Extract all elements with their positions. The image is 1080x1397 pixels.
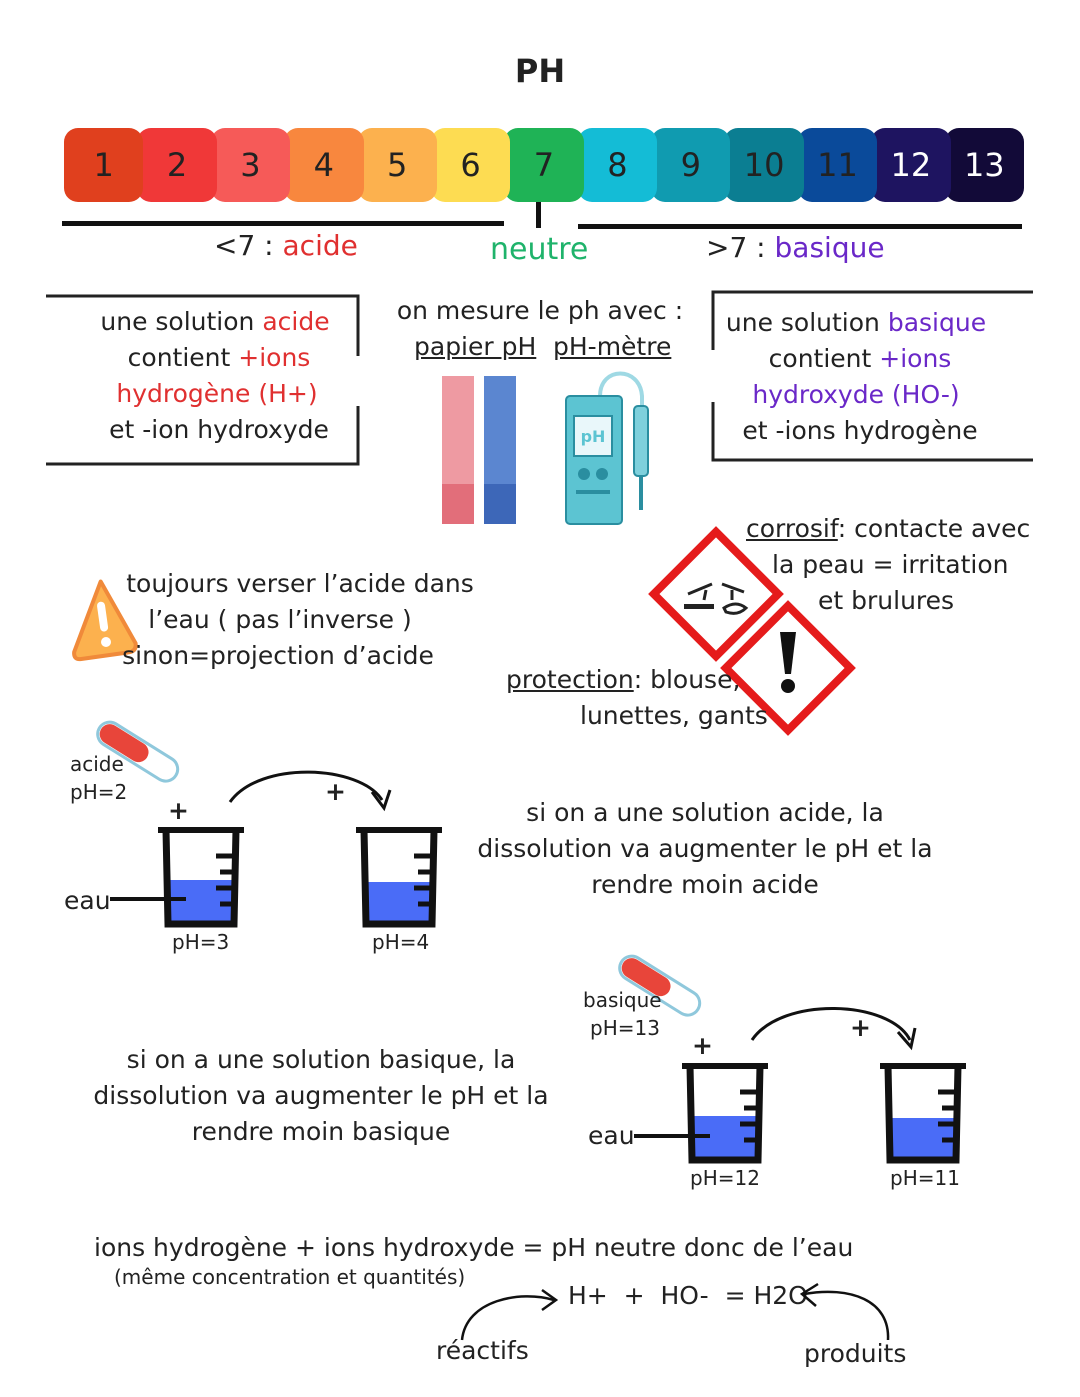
- basic-beaker-2: [880, 1063, 966, 1164]
- acid-range-label: <7 : acide: [214, 229, 358, 262]
- acid-demo-line-2: dissolution va augmenter le pH et la: [477, 834, 933, 863]
- neutral-label: neutre: [490, 232, 589, 267]
- ph-cell-10: 10: [724, 128, 804, 202]
- basic-range-label: >7 : basique: [706, 231, 885, 264]
- ph-cell-8: 8: [577, 128, 658, 202]
- acid-demo-line-3: rendre moin acide: [591, 870, 819, 899]
- measure-intro: on mesure le ph avec :: [396, 296, 684, 325]
- basic-demo-line-2: dissolution va augmenter le pH et la: [93, 1081, 549, 1110]
- protection-line-2: lunettes, gants: [580, 701, 768, 730]
- ph-cell-3: 3: [210, 128, 291, 202]
- ph-paper-label: papier pH: [414, 332, 537, 361]
- neutral-tick: [536, 202, 541, 228]
- acid-beaker-1: [158, 827, 244, 928]
- basic-range-bar: [578, 224, 1022, 229]
- ph-cell-4: 4: [284, 128, 364, 202]
- acid-box-line-1: une solution acide: [100, 307, 330, 336]
- acid-test-tube-icon: [96, 720, 180, 783]
- basic-demo-line-3: rendre moin basique: [191, 1117, 451, 1146]
- acid-plus-2: +: [325, 777, 346, 806]
- acid-beaker-2-ph: pH=4: [372, 930, 430, 954]
- ph-meter-label: pH-mètre: [553, 332, 672, 361]
- corrosive-line-2: la peau = irritation: [772, 550, 1009, 579]
- basic-plus-1: +: [692, 1031, 713, 1060]
- ph-cell-9: 9: [651, 128, 731, 202]
- basic-box-line-1: une solution basique: [725, 308, 987, 337]
- ph-cell-11: 11: [797, 128, 878, 202]
- page-title: PH: [514, 52, 566, 90]
- neutralisation-line-2: (même concentration et quantités): [114, 1265, 466, 1289]
- warning-line-3: sinon=projection d’acide: [122, 641, 434, 670]
- ph-cell-13: 13: [944, 128, 1024, 202]
- acid-box-line-4: et -ion hydroxyde: [109, 415, 329, 444]
- acid-beaker-1-ph: pH=3: [172, 930, 230, 954]
- basic-plus-2: +: [850, 1013, 871, 1042]
- protection-line-1: protection: blouse,: [506, 665, 741, 694]
- reactifs-label: réactifs: [436, 1336, 529, 1365]
- ph-cell-7: 7: [504, 128, 584, 202]
- ph-cell-1: 1: [64, 128, 144, 202]
- basic-tube-label: basique: [583, 988, 662, 1012]
- exclamation-hazard-icon: [720, 600, 856, 736]
- acid-demo-line-1: si on a une solution acide, la: [526, 798, 884, 827]
- basic-test-tube-icon: [618, 954, 702, 1017]
- acid-box-line-2: contient +ions: [127, 343, 311, 372]
- ph-cell-2: 2: [137, 128, 217, 202]
- meter-screen-text: pH: [581, 427, 606, 446]
- basic-box-line-4: et -ions hydrogène: [742, 416, 978, 445]
- basic-demo-line-1: si on a une solution basique, la: [126, 1045, 516, 1074]
- produits-label: produits: [804, 1339, 907, 1368]
- neutralisation-equation: H+ + HO- = H2O: [568, 1281, 808, 1310]
- acid-box-line-3: hydrogène (H+): [116, 379, 318, 408]
- ph-cell-6: 6: [430, 128, 511, 202]
- corrosive-hazard-icon: [648, 526, 784, 662]
- corrosive-line-3: et brulures: [818, 586, 955, 615]
- ph-paper-strips: [442, 376, 516, 524]
- basic-beaker-2-ph: pH=11: [890, 1166, 960, 1190]
- water-pointer: [110, 897, 186, 901]
- ph-cell-5: 5: [357, 128, 437, 202]
- corrosive-line-1: corrosif: contacte avec: [746, 514, 1031, 543]
- acid-tube-label: acide: [70, 752, 124, 776]
- basic-box-line-3: hydroxyde (HO-): [752, 380, 960, 409]
- acid-beaker-2: [356, 827, 442, 928]
- acid-plus-1: +: [168, 796, 189, 825]
- warning-icon: [72, 579, 138, 662]
- basic-eau-label: eau: [588, 1121, 635, 1150]
- acid-eau-label: eau: [64, 886, 111, 915]
- basic-water-pointer: [634, 1134, 710, 1138]
- basic-beaker-1-ph: pH=12: [690, 1166, 760, 1190]
- ph-cell-12: 12: [871, 128, 951, 202]
- neutralisation-line-1: ions hydrogène + ions hydroxyde = pH neu…: [94, 1233, 854, 1262]
- basic-tube-ph: pH=13: [590, 1016, 660, 1040]
- acid-range-bar: [62, 221, 504, 226]
- warning-line-2: l’eau ( pas l’inverse ): [148, 605, 412, 634]
- basic-box-line-2: contient +ions: [768, 344, 952, 373]
- warning-line-1: toujours verser l’acide dans: [126, 569, 474, 598]
- ph-meter-icon: pH: [565, 371, 649, 525]
- acid-tube-ph: pH=2: [70, 780, 128, 804]
